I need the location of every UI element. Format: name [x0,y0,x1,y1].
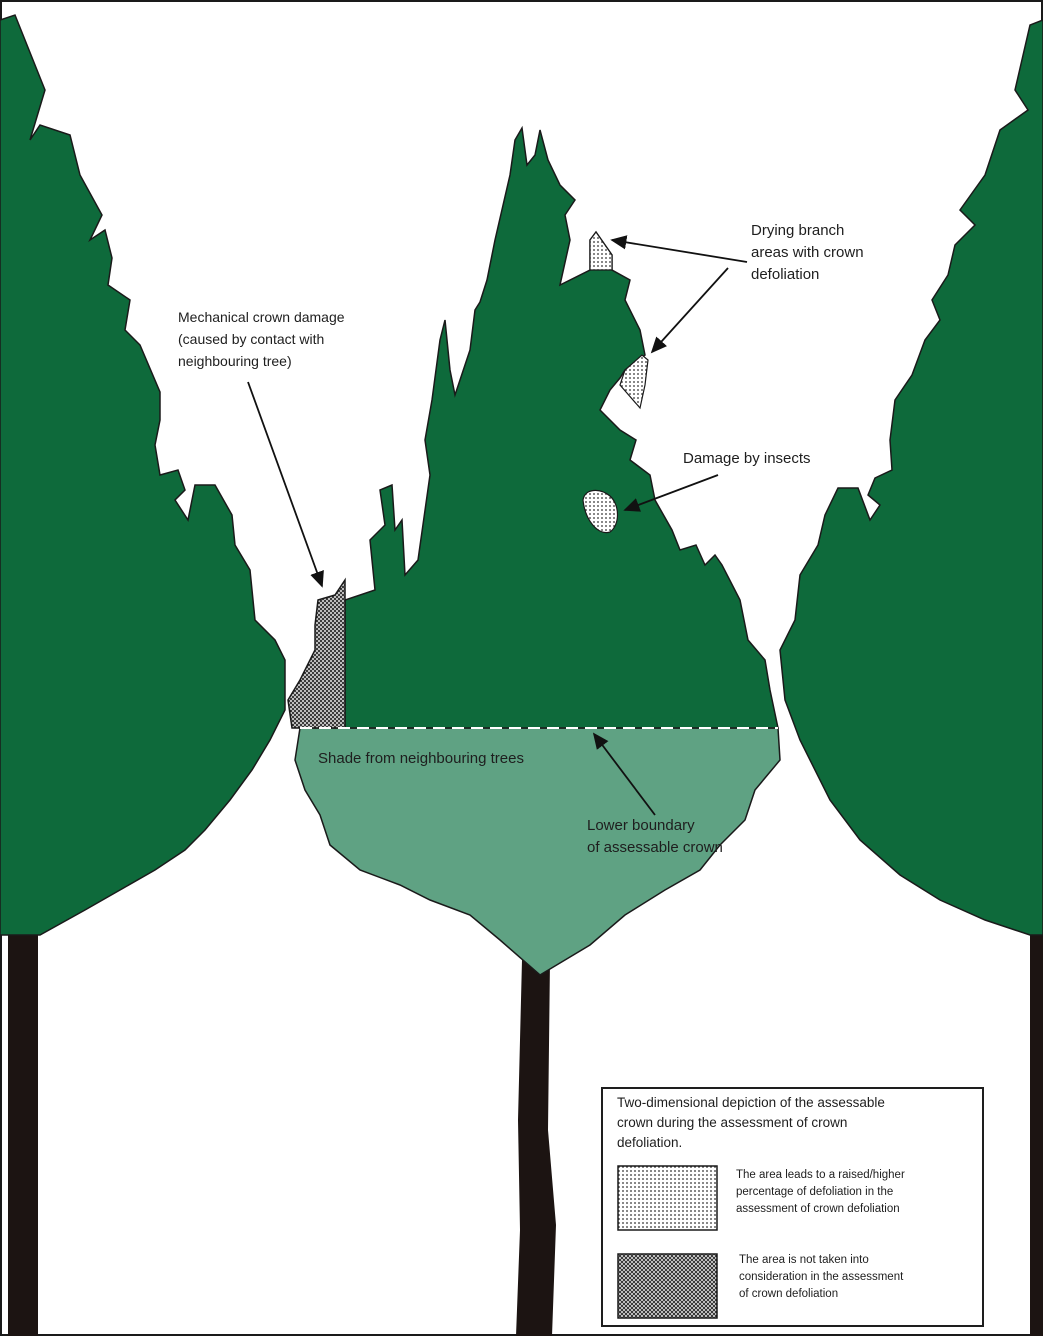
arrow-insects [623,474,719,512]
central-trunk [516,960,556,1336]
right-tree-crown [779,19,1043,936]
central-tree [287,125,781,1336]
arrow-mechanical [247,381,324,588]
legend: Two-dimensional depiction of the assessa… [601,1087,984,1327]
drying-branch-area-lower [619,354,649,410]
shaded-lower-crown [294,727,781,976]
right-tree [779,19,1043,1336]
mechanical-damage-area [287,577,346,729]
arrow-lower-boundary [592,732,656,816]
drying-branch-label: Drying branch areas with crown defoliati… [751,222,864,283]
mechanical-damage-label: Mechanical crown damage (caused by conta… [178,309,345,369]
legend-title: Two-dimensional depiction of the assessa… [617,1095,885,1150]
legend-item-excluded: The area is not taken into consideration… [739,1254,904,1300]
insect-damage-area [582,489,619,534]
lower-boundary-label: Lower boundary of assessable crown [587,817,723,856]
insects-label: Damage by insects [683,450,811,467]
arrow-drying-top [610,235,748,263]
drying-branch-area-top [589,230,613,271]
legend-swatch-raised [617,1165,718,1231]
shade-label: Shade from neighbouring trees [318,750,524,767]
left-tree [0,14,286,1336]
assessable-crown [344,125,779,729]
arrow-drying-lower [650,267,729,354]
legend-swatch-excluded [617,1253,718,1319]
left-tree-crown [0,14,286,936]
legend-item-raised: The area leads to a raised/higher percen… [736,1169,905,1215]
arrows [247,235,748,816]
